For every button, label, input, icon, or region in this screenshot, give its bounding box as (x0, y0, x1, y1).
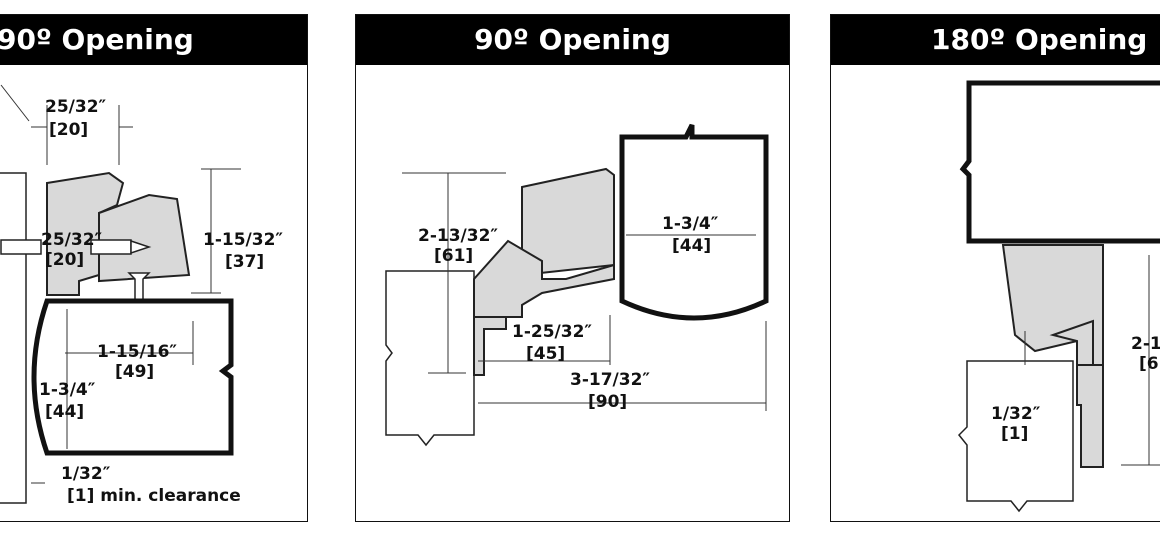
dim-label: [44] (45, 402, 84, 422)
dim-label: 1/32″ (991, 404, 1041, 424)
dim-label: [45] (526, 344, 565, 364)
dim-label: 1-3/4″ (662, 214, 719, 234)
dim-label: [44] (672, 236, 711, 256)
dim-label: [1] (1001, 424, 1028, 444)
dim-label: [1] min. clearance (67, 486, 241, 506)
dim-label: [6 (1139, 354, 1159, 374)
hinge-diagram-3: 1/32″ [1] 2-1 [6 (957, 80, 1160, 513)
dim-label: 1/32″ (61, 464, 111, 484)
dim-label: [20] (49, 120, 88, 140)
dim-label: 1-25/32″ (512, 322, 592, 342)
dim-label: 25/32″ (41, 230, 103, 250)
dim-label: [90] (588, 392, 627, 412)
panel-title: 180º Opening (831, 15, 1160, 65)
panel-title: 90º Opening (0, 15, 307, 65)
dim-label: 1-15/32″ (203, 230, 283, 250)
dim-label: 2-1 (1131, 334, 1160, 354)
panel-opening-1: 90º Opening 25/32″ [20] 25/32″ [20] 1-15… (0, 14, 308, 522)
panel-opening-3: 180º Opening 1/32″ [1] 2-1 [6 (830, 14, 1160, 522)
dim-label: [37] (225, 252, 264, 272)
dim-label: 2-13/32″ (418, 226, 498, 246)
dim-label: 1-3/4″ (39, 380, 96, 400)
hinge-diagram-1: 25/32″ [20] 25/32″ [20] 1-15/32″ [37] 1-… (0, 84, 283, 506)
dim-label: 25/32″ (45, 97, 107, 117)
dim-label: 3-17/32″ (570, 370, 650, 390)
hinge-diagram-2: 2-13/32″ [61] 1-3/4″ [44] 1-25/32″ [45] … (385, 123, 769, 447)
dim-label: [20] (45, 250, 84, 270)
dim-label: [49] (115, 362, 154, 382)
panel-title: 90º Opening (356, 15, 789, 65)
dim-label: 1-15/16″ (97, 342, 177, 362)
dim-label: [61] (434, 246, 473, 266)
panel-opening-2: 90º Opening 2-13/32″ [61] 1-3/4″ [44] 1-… (355, 14, 790, 522)
